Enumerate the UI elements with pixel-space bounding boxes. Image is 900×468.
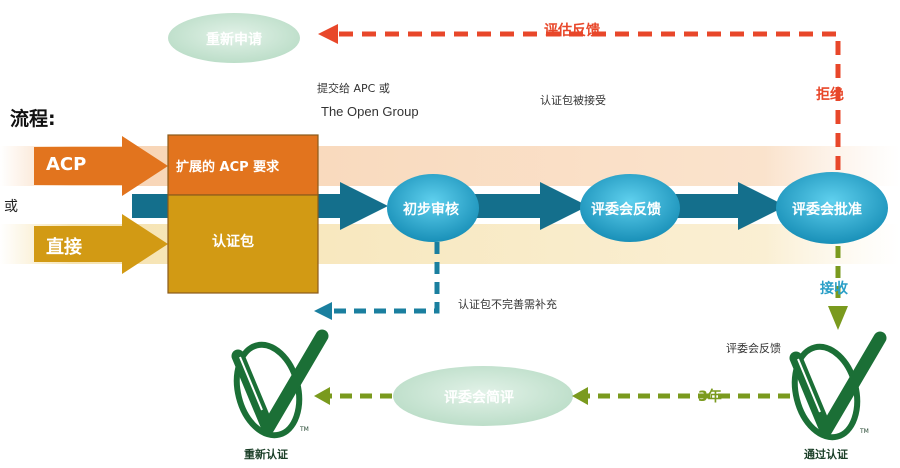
reject-loop-arrowhead <box>318 24 338 44</box>
committee-feedback-label: 评委会反馈 <box>591 202 661 218</box>
cert-package-label: 认证包 <box>212 234 254 250</box>
acp-arrow <box>34 136 168 196</box>
eval-feedback-label: 评估反馈 <box>544 23 600 39</box>
process-title: 流程: <box>10 108 56 130</box>
brief-review-label: 评委会简评 <box>444 390 514 406</box>
cert-package-box <box>167 194 319 294</box>
acp-label: ACP <box>46 154 87 175</box>
three-years-label: 3年 <box>698 389 722 405</box>
rejected-label: 拒绝 <box>816 87 844 103</box>
committee-approval-node <box>776 172 888 244</box>
committee-approval-label: 评委会批准 <box>792 202 862 218</box>
extended-acp-box <box>167 134 319 196</box>
certified-badge-icon <box>789 331 887 441</box>
certified-label: 通过认证 <box>804 448 848 461</box>
recertify-badge-icon <box>231 329 329 439</box>
submit-note-line2: The Open Group <box>321 104 419 119</box>
submit-note-line1: 提交给 APC 或 <box>317 82 390 95</box>
initial-review-node <box>387 174 479 242</box>
committee-feedback-note: 评委会反馈 <box>726 342 781 355</box>
brief-review-node <box>393 366 573 426</box>
accepted-label: 接收 <box>820 281 848 297</box>
incomplete-loop-line <box>332 242 440 314</box>
package-incomplete-note: 认证包不完善需补充 <box>458 298 557 311</box>
recertify-tm-mark: TM <box>300 426 309 433</box>
flow-arrow-2 <box>672 182 786 230</box>
initial-review-label: 初步审核 <box>403 202 459 218</box>
extended-acp-label: 扩展的 ACP 要求 <box>176 160 280 175</box>
package-accepted-note: 认证包被接受 <box>540 94 606 107</box>
reapply-node <box>168 13 300 63</box>
or-label: 或 <box>4 199 18 215</box>
accept-arrowhead <box>828 306 848 330</box>
direct-label: 直接 <box>46 237 82 258</box>
flow-arrow-1 <box>474 182 588 230</box>
recertify-label: 重新认证 <box>244 448 288 461</box>
reapply-label: 重新申请 <box>206 32 262 48</box>
renewal-arrowhead-right <box>572 387 588 405</box>
direct-arrow <box>34 214 168 274</box>
incomplete-loop-arrowhead <box>314 302 332 320</box>
reject-loop-line <box>338 31 841 170</box>
committee-feedback-node <box>580 174 680 242</box>
certified-tm-mark: TM <box>860 428 869 435</box>
renewal-arrowhead-left <box>314 387 330 405</box>
